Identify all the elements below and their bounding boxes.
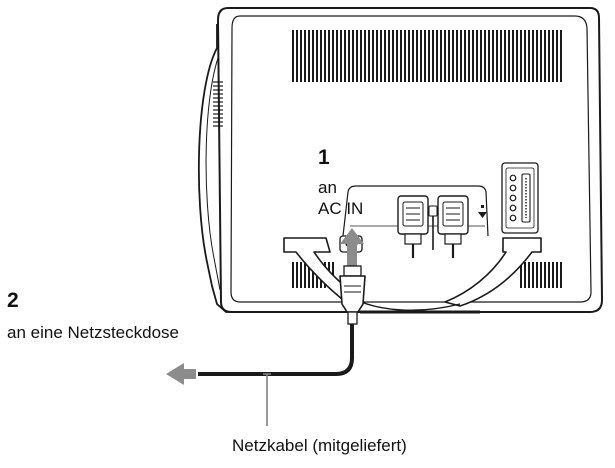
top-vent	[290, 30, 562, 82]
monitor-left-side	[197, 24, 260, 313]
connector-bay	[342, 185, 489, 237]
side-vent-slots	[213, 81, 223, 127]
power-plug	[339, 265, 366, 325]
bottom-vent-right	[518, 262, 562, 288]
monitor-rear	[197, 7, 604, 314]
step-1-line-2: AC IN	[318, 199, 364, 218]
video-connector-hd15	[437, 195, 469, 258]
cable-label: Netzkabel (mitgeliefert)	[232, 436, 407, 455]
av-port-panel	[501, 162, 539, 234]
outlet-arrow-left	[166, 363, 196, 385]
monitor-inner-panel	[230, 15, 592, 303]
video-connector-dvi	[397, 195, 429, 258]
stand-right-arm	[444, 237, 542, 307]
step-2-number: 2	[7, 289, 19, 312]
insert-arrow-up	[340, 228, 364, 268]
step-1-number: 1	[318, 146, 330, 169]
input-label-icon	[478, 205, 487, 218]
connector-screws	[428, 205, 438, 250]
monitor-left-side-inner	[205, 49, 222, 291]
step-2-text: an eine Netzsteckdose	[7, 323, 179, 342]
step-1-line-1: an	[318, 178, 337, 197]
power-cable	[198, 324, 354, 376]
monitor-outline	[216, 7, 604, 313]
